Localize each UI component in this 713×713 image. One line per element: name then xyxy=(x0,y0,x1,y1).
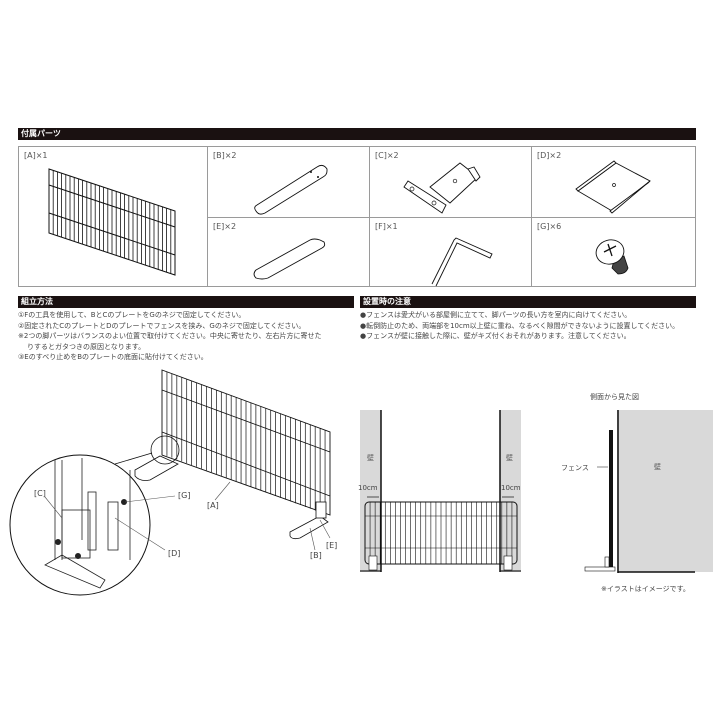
callout-b: [B] xyxy=(310,551,322,560)
base-plate-icon xyxy=(254,164,328,215)
assembly-section-header: 組立方法 xyxy=(18,296,354,308)
part-label-e: [E]×2 xyxy=(213,222,237,231)
side-install-diagram: 壁 xyxy=(584,410,713,573)
side-view-title: 側面から見た図 xyxy=(590,393,639,401)
assembly-instructions: ①Fの工具を使用して、BとCのプレートをGのネジで固定してください。 ②固定され… xyxy=(18,310,322,363)
callout-d: [D] xyxy=(168,549,180,558)
part-cell-a: [A]×1 xyxy=(19,147,208,286)
caution-section-header: 設置時の注意 xyxy=(360,296,696,308)
assembly-note: ※2つの脚パーツはバランスのよい位置で取付けてください。中央に寄せたり、左右片方… xyxy=(18,332,322,340)
anti-slip-pad-icon xyxy=(253,238,326,280)
screw-icon xyxy=(595,239,629,275)
part-label-a: [A]×1 xyxy=(24,151,48,160)
caution-item-2: ●転倒防止のため、両端部を10cm以上壁に重ね、なるべく隙間ができないように設置… xyxy=(360,321,680,330)
part-label-f: [F]×1 xyxy=(375,222,398,231)
assembly-step-3: ③Eのすべり止めをBのプレートの底面に貼付けてください。 xyxy=(18,353,208,361)
caution-item-3: ●フェンスが壁に接触した際に、壁がキズ付くおそれがあります。注意してください。 xyxy=(360,332,631,340)
callout-g: [G] xyxy=(178,491,190,500)
part-cell-c: [C]×2 xyxy=(370,147,532,218)
clamp-plate-icon xyxy=(575,160,651,214)
bracket-plate-icon xyxy=(403,162,481,214)
part-label-c: [C]×2 xyxy=(375,151,399,160)
part-label-d: [D]×2 xyxy=(537,151,562,160)
part-cell-f: [F]×1 xyxy=(370,218,532,287)
side-fence-label: フェンス xyxy=(561,464,589,472)
front-install-diagram: 壁 壁 10cm 10cm xyxy=(358,410,521,572)
parts-section-header: 付属パーツ xyxy=(18,128,696,140)
part-cell-e: [E]×2 xyxy=(208,218,370,286)
part-cell-b: [B]×2 xyxy=(208,147,370,218)
caution-item-1: ●フェンスは愛犬がいる部屋側に立てて、脚パーツの長い方を室内に向けてください。 xyxy=(360,311,632,319)
part-label-b: [B]×2 xyxy=(213,151,237,160)
callout-c: [C] xyxy=(34,489,46,498)
wall-left-label: 壁 xyxy=(367,453,374,462)
callout-e: [E] xyxy=(326,541,337,550)
overlap-right-label: 10cm xyxy=(501,484,521,492)
fence-panel-icon xyxy=(48,168,176,276)
side-wall-label: 壁 xyxy=(654,462,661,471)
part-cell-d: [D]×2 xyxy=(532,147,695,218)
caution-list: ●フェンスは愛犬がいる部屋側に立てて、脚パーツの長い方を室内に向けてください。 … xyxy=(360,310,679,342)
part-cell-g: [G]×6 xyxy=(532,218,695,286)
parts-grid: [A]×1 [B]×2 [C]×2 xyxy=(18,146,696,287)
callout-a: [A] xyxy=(207,501,219,510)
assembly-step-1: ①Fの工具を使用して、BとCのプレートをGのネジで固定してください。 xyxy=(18,311,246,319)
wall-right-label: 壁 xyxy=(506,453,513,462)
overlap-left-label: 10cm xyxy=(358,484,378,492)
assembly-step-2: ②固定されたCのプレートとDのプレートでフェンスを挟み、Gのネジで固定してくださ… xyxy=(18,321,306,330)
assembly-illustration: [C] [G] [D] [A] [B] [E] xyxy=(9,369,337,596)
illustration-note: ※イラストはイメージです。 xyxy=(601,585,690,593)
hex-key-icon xyxy=(431,237,493,287)
part-label-g: [G]×6 xyxy=(537,222,562,231)
assembly-note-cont: りするとガタつきの原因となります。 xyxy=(27,342,146,351)
